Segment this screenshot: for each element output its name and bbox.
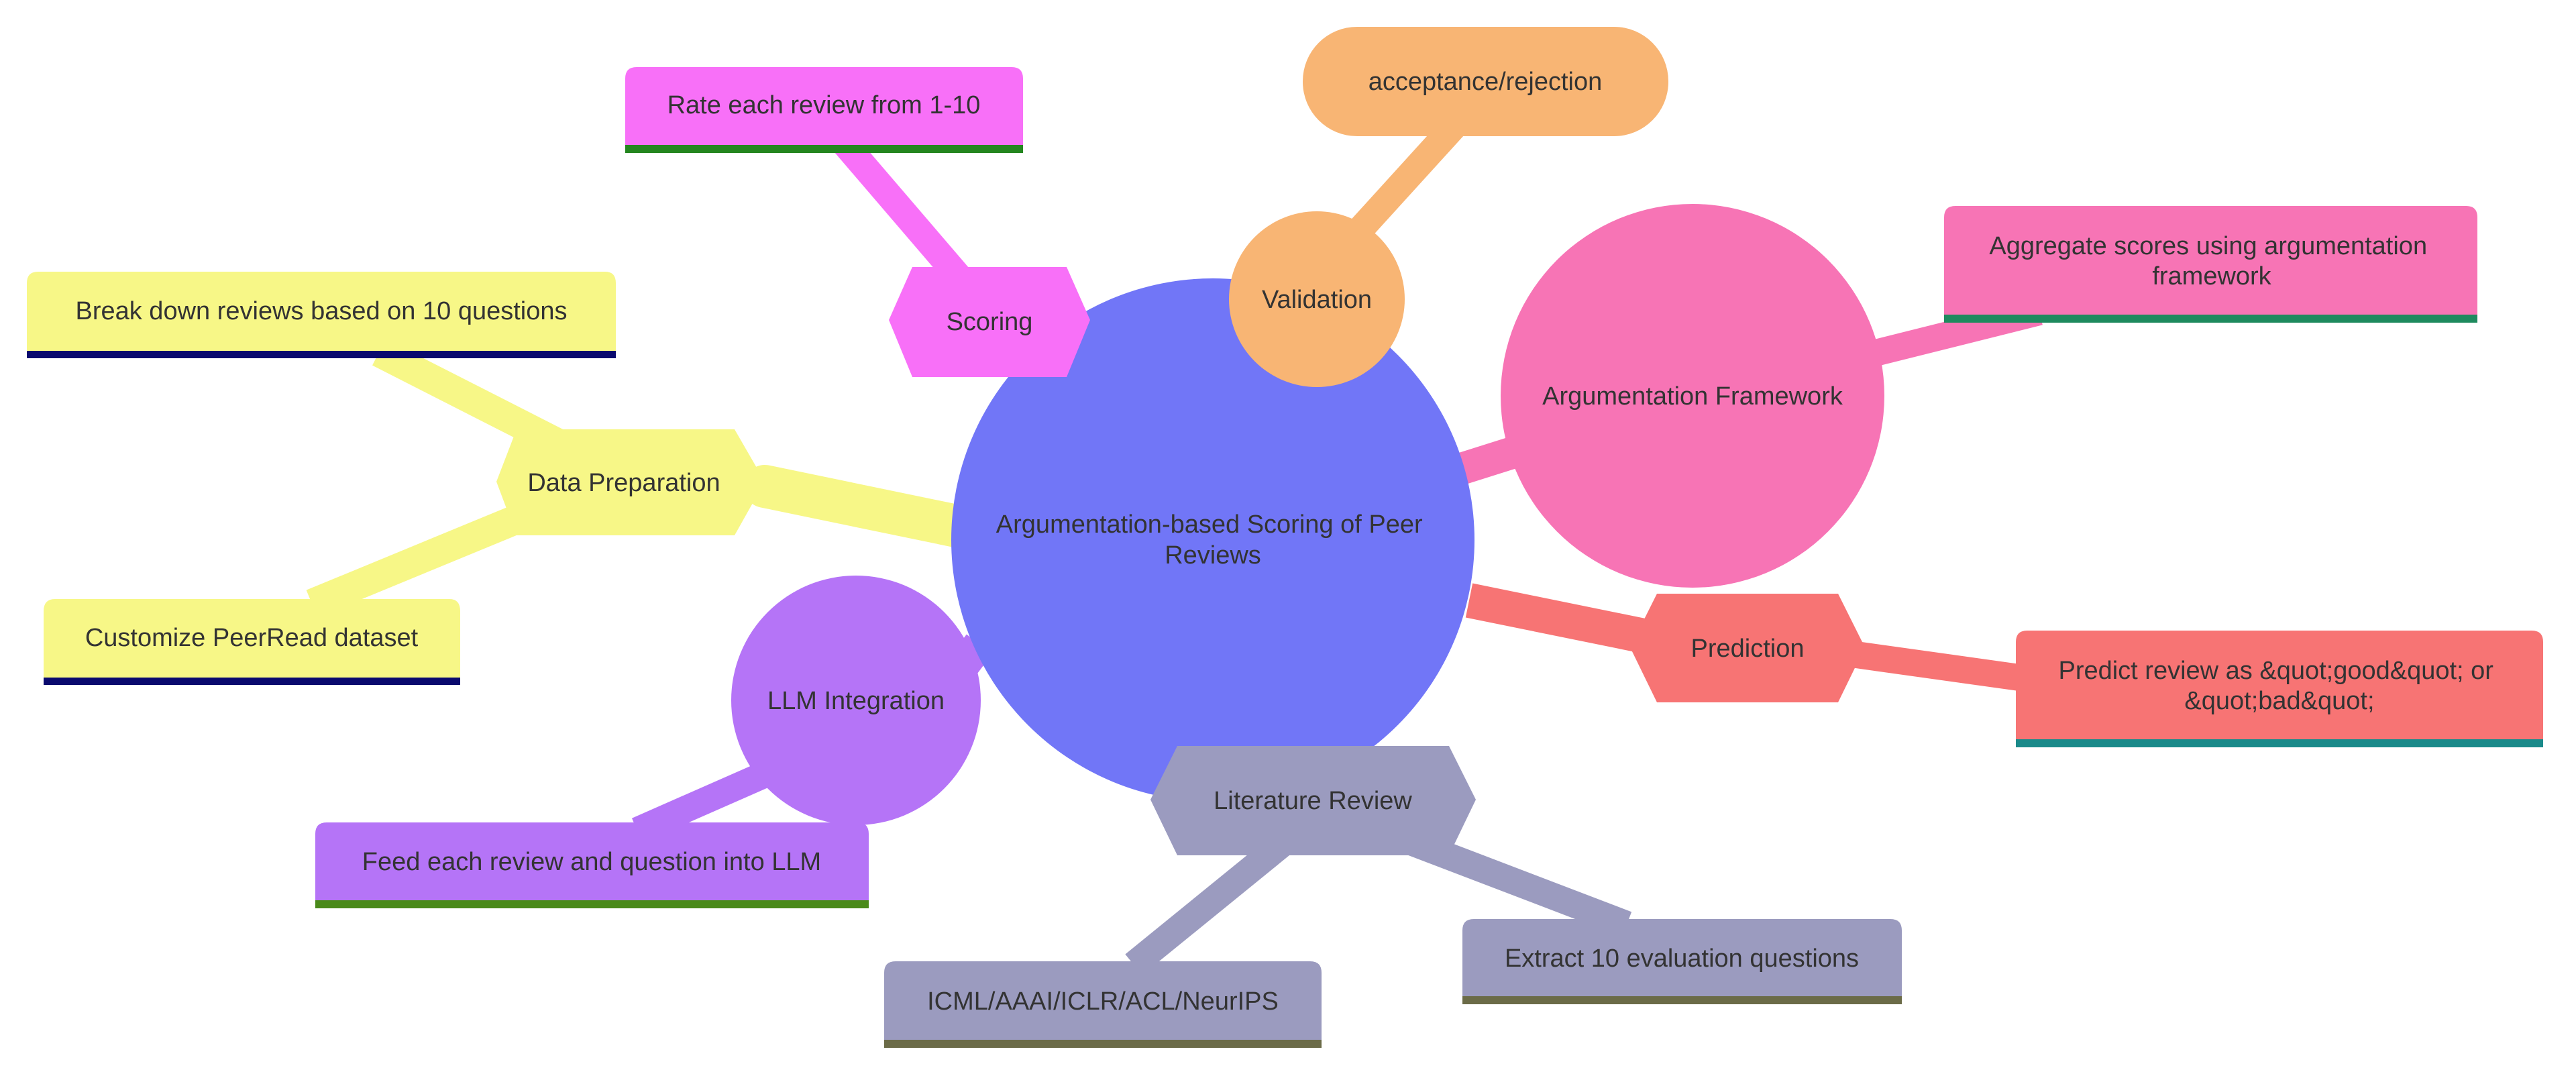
edge-scoring-leaf-1 <box>835 135 977 294</box>
argumentation-framework-circle <box>1501 204 1884 588</box>
leaf-feed-review: Feed each review and question into LLM <box>315 822 869 908</box>
leaf-break-down-reviews: Break down reviews based on 10 questions <box>27 272 616 358</box>
leaf-conference-list: ICML/AAAI/ICLR/ACL/NeurIPS <box>884 961 1322 1048</box>
leaf-predict-review-box <box>2016 631 2543 747</box>
leaf-acceptance-rejection-box <box>1303 27 1668 136</box>
leaf-customize-peerread-underline <box>44 678 460 685</box>
branch-literature-review: Literature Review <box>1150 746 1476 855</box>
leaf-extract-questions-label: Extract 10 evaluation questions <box>1505 945 1859 973</box>
leaf-customize-peerread-label: Customize PeerRead dataset <box>85 624 419 652</box>
leaf-predict-review-line-2: &quot;bad&quot; <box>2184 687 2374 715</box>
leaf-feed-review-label: Feed each review and question into LLM <box>362 848 821 876</box>
root-circle <box>951 278 1474 802</box>
edge-root-prediction <box>1465 583 1654 655</box>
llm-integration-label: LLM Integration <box>767 687 945 715</box>
literature-review-label: Literature Review <box>1214 787 1412 815</box>
branch-data-preparation: Data Preparation <box>496 429 765 535</box>
leaf-feed-review-underline <box>315 900 869 908</box>
prediction-hexagon <box>1630 594 1865 702</box>
data-preparation-label: Data Preparation <box>527 469 720 497</box>
leaf-predict-review: Predict review as &quot;good&quot; or &q… <box>2016 631 2543 747</box>
leaf-predict-review-underline <box>2016 739 2543 747</box>
leaf-aggregate-scores: Aggregate scores using argumentation fra… <box>1944 206 2477 323</box>
svg-text:Argumentation-based Scoring of: Argumentation-based Scoring of Peer Revi… <box>996 511 1430 570</box>
root-label-line-2: Reviews <box>1165 541 1261 570</box>
leaf-break-down-reviews-box <box>27 272 616 357</box>
edge-root-data-preparation <box>743 465 981 548</box>
leaf-rate-each-review-box <box>625 67 1023 153</box>
llm-integration-circle <box>731 576 981 825</box>
leaf-conference-list-label: ICML/AAAI/ICLR/ACL/NeurIPS <box>927 987 1279 1016</box>
literature-review-hexagon <box>1150 746 1476 855</box>
svg-text:Predict review as &quot;good&q: Predict review as &quot;good&quot; or &q… <box>2058 657 2500 715</box>
branch-scoring: Scoring <box>889 267 1090 377</box>
leaf-rate-each-review: Rate each review from 1-10 <box>625 67 1023 153</box>
leaf-extract-questions: Extract 10 evaluation questions <box>1462 919 1902 1004</box>
edge-literature-review-leaf-2 <box>1125 831 1293 975</box>
branch-argumentation-framework: Argumentation Framework <box>1501 204 1884 588</box>
leaf-break-down-reviews-underline <box>27 351 616 358</box>
leaf-predict-review-line-1: Predict review as &quot;good&quot; or <box>2058 657 2493 685</box>
edge-prediction-leaf-1 <box>1849 641 2021 691</box>
validation-label: Validation <box>1262 286 1372 314</box>
edge-data-preparation-leaf-2 <box>306 502 529 618</box>
leaf-customize-peerread-box <box>44 599 460 684</box>
validation-circle <box>1229 211 1405 387</box>
branch-llm-integration: LLM Integration <box>731 576 981 825</box>
argumentation-framework-label: Argumentation Framework <box>1542 382 1843 411</box>
root-node: Argumentation-based Scoring of Peer Revi… <box>951 278 1474 802</box>
scoring-label: Scoring <box>947 308 1033 336</box>
leaf-aggregate-scores-line-2: framework <box>2152 262 2271 290</box>
edge-llm-integration-leaf-1 <box>631 759 777 843</box>
prediction-label: Prediction <box>1691 635 1805 663</box>
svg-text:Aggregate scores using argumen: Aggregate scores using argumentation fra… <box>1989 232 2434 290</box>
leaf-aggregate-scores-line-1: Aggregate scores using argumentation <box>1989 232 2427 260</box>
branch-validation: Validation <box>1229 211 1405 387</box>
root-label-line-1: Argumentation-based Scoring of Peer <box>996 511 1423 539</box>
branch-prediction: Prediction <box>1630 594 1865 702</box>
leaf-feed-review-box <box>315 822 869 908</box>
leaf-acceptance-rejection: acceptance/rejection <box>1303 27 1668 136</box>
leaf-break-down-reviews-label: Break down reviews based on 10 questions <box>75 297 567 325</box>
leaf-acceptance-rejection-label: acceptance/rejection <box>1368 68 1603 96</box>
leaf-extract-questions-underline <box>1462 996 1902 1004</box>
leaf-rate-each-review-label: Rate each review from 1-10 <box>667 91 981 119</box>
leaf-conference-list-underline <box>884 1040 1322 1048</box>
leaf-aggregate-scores-box <box>1944 206 2477 322</box>
edge-validation-leaf-1 <box>1348 111 1469 241</box>
leaf-rate-each-review-underline <box>625 145 1023 153</box>
edge-data-preparation-leaf-1 <box>372 339 564 456</box>
scoring-hexagon <box>889 267 1090 377</box>
data-preparation-hexagon <box>496 429 765 535</box>
leaf-extract-questions-box <box>1462 919 1902 1004</box>
leaf-customize-peerread: Customize PeerRead dataset <box>44 599 460 685</box>
leaf-aggregate-scores-underline <box>1944 315 2477 323</box>
leaf-conference-list-box <box>884 961 1322 1047</box>
